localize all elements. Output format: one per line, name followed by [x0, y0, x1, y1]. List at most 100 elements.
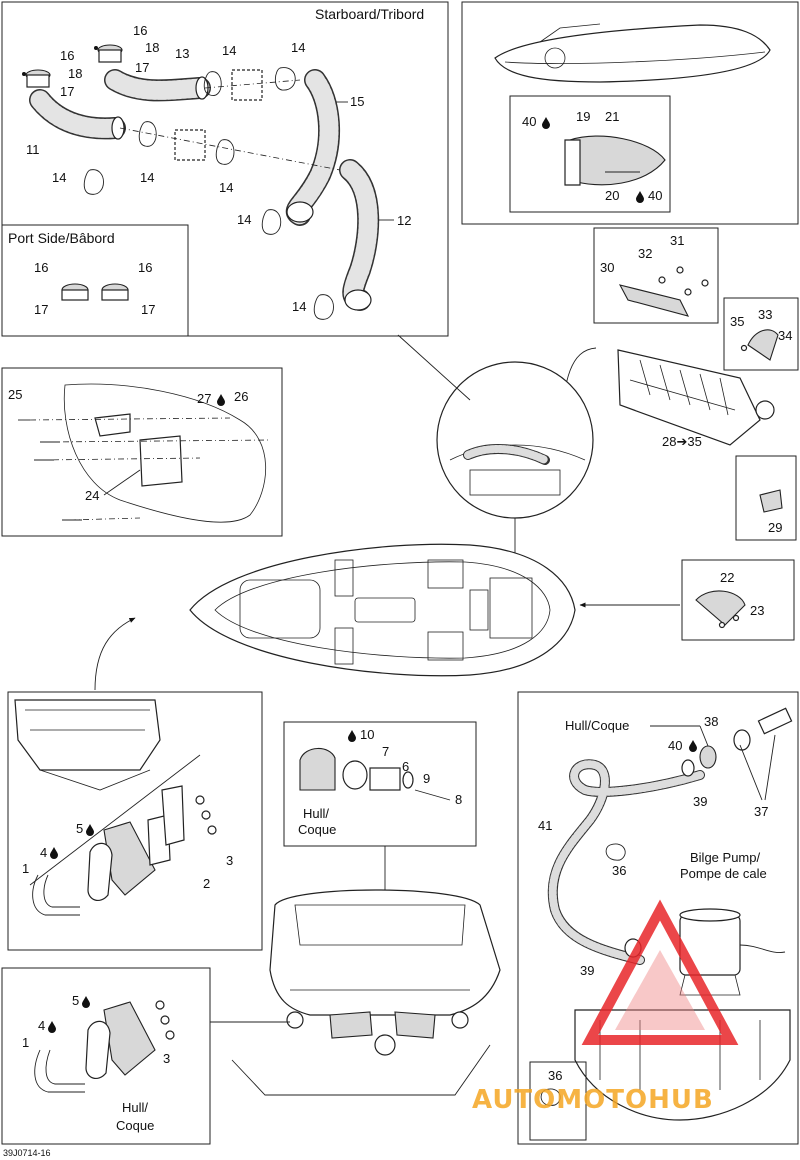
callout-14: 14 [291, 40, 305, 55]
hose-connector [231, 69, 263, 101]
part-29 [759, 489, 783, 513]
watermark-triangle-icon [581, 899, 739, 1045]
starboard-title: Starboard/Tribord [315, 6, 424, 22]
callout-27: 27 [197, 391, 211, 406]
callout-40: 40 [668, 738, 682, 753]
hull-label: Hull/ [303, 806, 329, 821]
callout-34: 34 [778, 328, 792, 343]
part-33 [747, 329, 779, 361]
callout-36: 36 [548, 1068, 562, 1083]
callout-4: 4 [38, 1018, 45, 1033]
gasket-5-lower [103, 1001, 156, 1076]
drain-plug-6 [369, 767, 401, 791]
callout-5: 5 [72, 993, 79, 1008]
callout-17: 17 [135, 60, 149, 75]
callout-41: 41 [538, 818, 552, 833]
clamp-14 [274, 67, 296, 91]
clamp-14 [313, 294, 334, 320]
callout-16: 16 [34, 260, 48, 275]
callout-36: 36 [612, 863, 626, 878]
callout-16: 16 [60, 48, 74, 63]
coque-label: Coque [116, 1118, 154, 1133]
callout-40: 40 [522, 114, 536, 129]
bracket-2b [161, 785, 185, 846]
callout-7: 7 [382, 744, 389, 759]
callout-35: 35 [730, 314, 744, 329]
clamp-14 [83, 169, 104, 195]
seat-outline [63, 383, 267, 523]
port-side-panel: Port Side/Bâbord 16 16 17 17 [1, 224, 189, 337]
clamp-14 [215, 139, 235, 165]
bracket-24a [94, 413, 131, 437]
callout-28-35: 28➔35 [662, 434, 702, 449]
plate-5 [87, 842, 113, 902]
callout-4: 4 [40, 845, 47, 860]
part-30 [618, 284, 690, 317]
callout-14: 14 [219, 180, 233, 195]
gasket-7 [342, 760, 368, 790]
clamp-36-inset [540, 1088, 561, 1106]
callout-22: 22 [720, 570, 734, 585]
hose-connector [174, 129, 206, 161]
callout-25: 25 [8, 387, 22, 402]
clamp-14 [138, 121, 157, 147]
coque-label: Coque [298, 822, 336, 837]
part-22 [695, 590, 746, 626]
callout-40: 40 [648, 188, 662, 203]
callout-23: 23 [750, 603, 764, 618]
callout-21: 21 [605, 109, 619, 124]
callout-8: 8 [455, 792, 462, 807]
vent-cover-21 [569, 135, 666, 186]
hull-section [299, 747, 336, 791]
fitting-40 [699, 745, 717, 769]
clamp-39 [681, 759, 695, 777]
u-bolt-1-lower [34, 1049, 85, 1093]
hull-rear [269, 889, 501, 1016]
port-title: Port Side/Bâbord [8, 230, 115, 246]
callout-14: 14 [237, 212, 251, 227]
bilge-pump-label-2: Pompe de cale [680, 866, 767, 881]
panel-33-35: 35 33 34 [723, 297, 799, 371]
boat-top-view [94, 543, 576, 691]
callout-14: 14 [140, 170, 154, 185]
callout-24: 24 [85, 488, 99, 503]
callout-33: 33 [758, 307, 772, 322]
hull-top [189, 543, 576, 677]
callout-3: 3 [226, 853, 233, 868]
panel-bilge-pump: Hull/Coque 38 40 39 37 41 36 Bilge Pump/… [517, 691, 799, 1145]
callout-1: 1 [22, 861, 29, 876]
panel-24-27: 25 27 26 24 [1, 367, 283, 537]
callout-16: 16 [133, 23, 147, 38]
callout-29: 29 [768, 520, 782, 535]
callout-16: 16 [138, 260, 152, 275]
panel-transom-upper: 5 4 1 3 2 [7, 691, 263, 951]
bracket-24b [139, 435, 183, 487]
storage-tray: 28➔35 29 [558, 347, 797, 541]
callout-26: 26 [234, 389, 248, 404]
nut-38 [733, 729, 751, 751]
panel-22-23: 22 23 [579, 559, 795, 641]
callout-9: 9 [423, 771, 430, 786]
callout-31: 31 [670, 233, 684, 248]
callout-12: 12 [397, 213, 411, 228]
callout-18: 18 [68, 66, 82, 81]
clamp-14 [203, 71, 222, 96]
watermark-text: AUTOMOTOHUB [472, 1085, 714, 1115]
engine-bay-magnifier [397, 334, 594, 560]
callout-19: 19 [576, 109, 590, 124]
callout-18: 18 [145, 40, 159, 55]
boat-profile [494, 24, 771, 83]
boat-rear-view [210, 889, 501, 1096]
boat-side-panel: 40 19 21 20 40 [461, 1, 799, 225]
callout-10: 10 [360, 727, 374, 742]
callout-15: 15 [350, 94, 364, 109]
callout-20: 20 [605, 188, 619, 203]
u-bolt-1 [32, 874, 80, 916]
plate-5-lower [85, 1020, 111, 1080]
panel-drain-plug: 10 7 6 9 8 Hull/ Coque [283, 721, 477, 905]
bilge-pump-label-1: Bilge Pump/ [690, 850, 760, 865]
callout-17: 17 [60, 84, 74, 99]
clamp-36 [605, 843, 626, 861]
hull-coque-label: Hull/Coque [565, 718, 629, 733]
diagram-code: 39J0714-16 [3, 1148, 51, 1158]
